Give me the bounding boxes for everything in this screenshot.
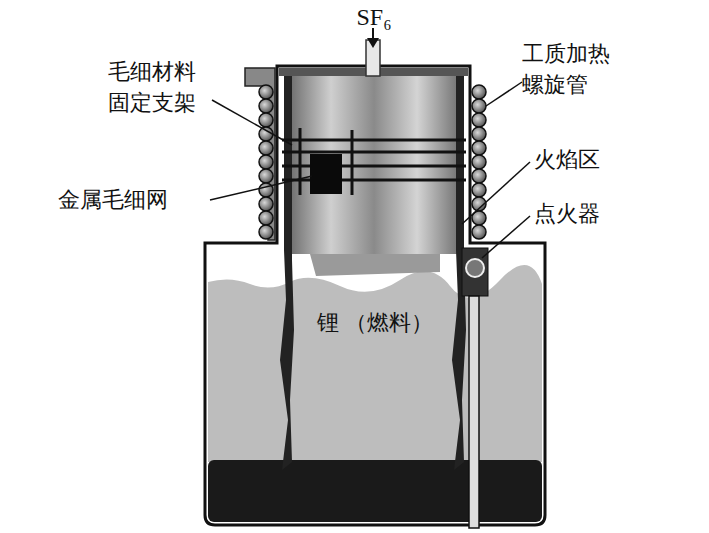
part-label: 金属毛细网 [58, 184, 208, 215]
gas-inlet-label: SF₆ [344, 2, 404, 33]
part-label: 点火器 [534, 198, 654, 229]
fuel-region: 锂 （燃料） [312, 306, 438, 340]
part-label: 火焰区 [534, 144, 654, 175]
part-label: 工质加热 螺旋管 [522, 38, 622, 100]
part-label: 毛细材料 固定支架 [108, 56, 208, 118]
fuel-label: 锂 （燃料） [312, 306, 438, 340]
